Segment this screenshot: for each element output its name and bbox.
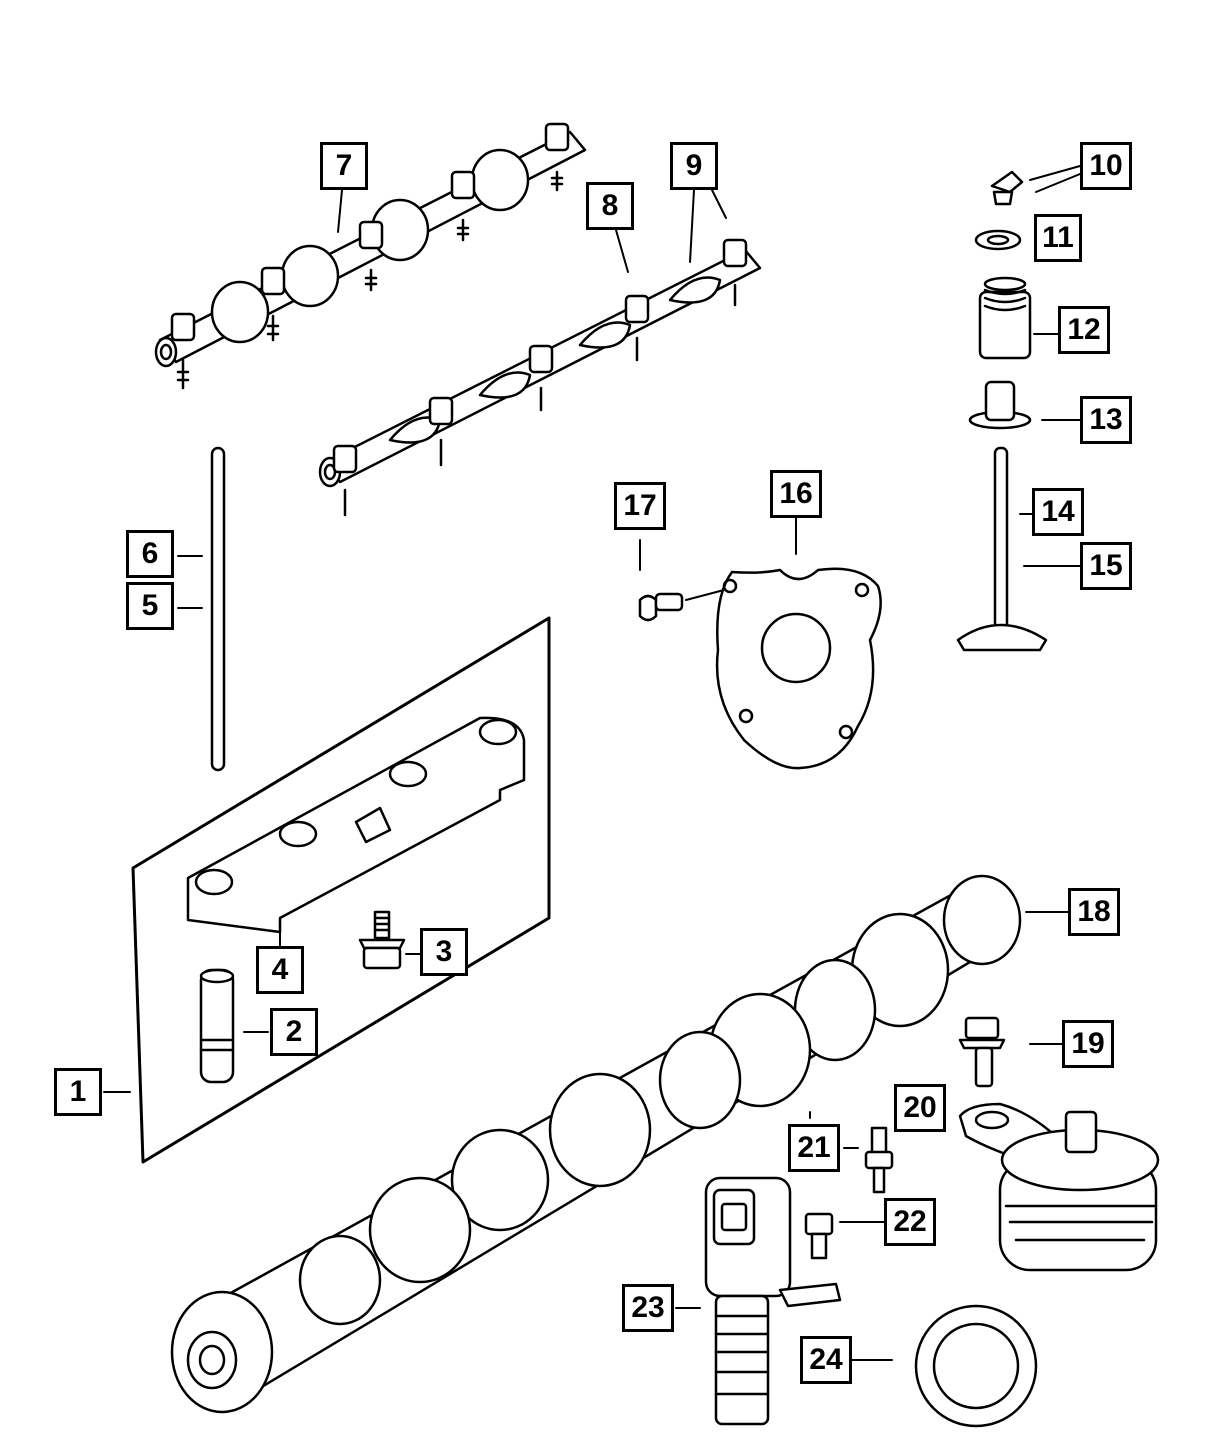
callout-6: 6: [126, 530, 174, 578]
callout-13: 13: [1080, 396, 1132, 444]
callout-18: 18: [1068, 888, 1120, 936]
leader-lines: [103, 165, 1081, 1361]
callout-1: 1: [54, 1068, 102, 1116]
valve-spring-12: [978, 276, 1032, 360]
callout-17: 17: [614, 482, 666, 530]
callout-19: 19: [1062, 1020, 1114, 1068]
valve-stem-seal-13: [968, 380, 1032, 430]
callout-12: 12: [1058, 306, 1110, 354]
valve-keepers-10: [990, 170, 1024, 206]
seal-24: [914, 1304, 1038, 1428]
oil-control-valve-23: [704, 1176, 842, 1426]
valve-14-15: [956, 446, 1048, 652]
callout-8: 8: [586, 182, 634, 230]
rocker-shaft-assembly-7: [154, 122, 587, 390]
bolt-3: [358, 910, 406, 970]
lifter-2: [199, 968, 235, 1084]
spring-retainer-11: [974, 229, 1022, 251]
callout-21: 21: [788, 1124, 840, 1172]
callout-9: 9: [670, 142, 718, 190]
cover-plate-16: [715, 567, 882, 770]
callout-14: 14: [1032, 488, 1084, 536]
callout-3: 3: [420, 928, 468, 976]
callout-11: 11: [1034, 214, 1082, 262]
callout-24: 24: [800, 1336, 852, 1384]
screw-17: [638, 592, 684, 622]
callout-22: 22: [884, 1198, 936, 1246]
callout-7: 7: [320, 142, 368, 190]
callout-23: 23: [622, 1284, 674, 1332]
solenoid-20: [958, 1102, 1160, 1272]
callout-2: 2: [270, 1008, 318, 1056]
callout-15: 15: [1080, 542, 1132, 590]
callout-4: 4: [256, 946, 304, 994]
push-rod-5-6: [210, 446, 226, 772]
callout-5: 5: [126, 582, 174, 630]
bolt-22: [804, 1212, 834, 1260]
rocker-shaft-assembly-8: [318, 238, 762, 517]
bolt-21: [864, 1126, 894, 1194]
callout-20: 20: [894, 1084, 946, 1132]
kit-outline-1: [131, 616, 551, 1164]
bolt-19: [958, 1016, 1006, 1088]
lifter-guide-4: [186, 716, 526, 934]
callout-16: 16: [770, 470, 822, 518]
camshaft-18: [170, 874, 1022, 1414]
callout-10: 10: [1080, 142, 1132, 190]
